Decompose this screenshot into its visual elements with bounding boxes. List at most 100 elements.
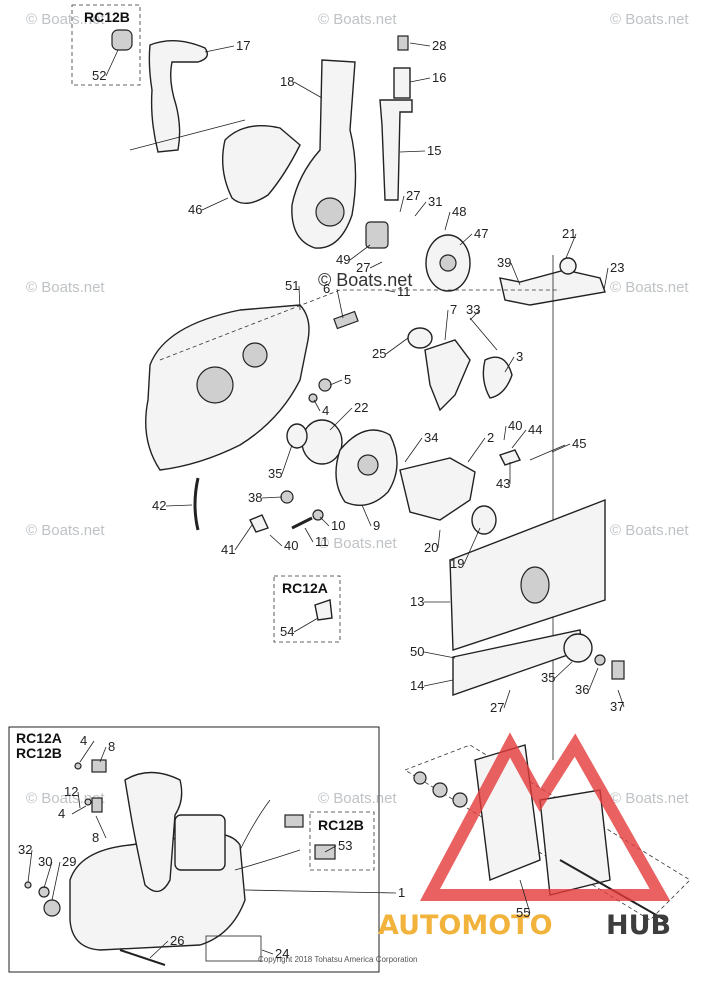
leader-line — [324, 845, 337, 853]
part-number-label: 11 — [315, 534, 329, 549]
part-number-label: 8 — [92, 830, 99, 845]
part-1-handle — [124, 771, 183, 893]
part-number-label: 44 — [528, 422, 542, 437]
watermark: © Boats.net — [318, 270, 412, 290]
cable — [239, 799, 271, 851]
part-28 — [397, 35, 409, 51]
leader-line — [77, 791, 81, 809]
part-15 — [379, 99, 413, 201]
watermark-layer: © Boats.net © Boats.net © Boats.net © Bo… — [26, 11, 689, 807]
watermark: © Boats.net — [610, 522, 689, 539]
part-55 — [474, 744, 541, 881]
part-number-label: 49 — [336, 252, 350, 267]
part-26 — [119, 949, 166, 966]
part-number-label: 55 — [516, 905, 530, 920]
group-label: RC12A — [16, 730, 62, 746]
watermark: © Boats.net — [610, 279, 689, 296]
watermark: © Boats.net — [318, 790, 397, 807]
leader-line — [304, 527, 314, 543]
automotohub-logo: AUTOMOTO HUB — [378, 732, 671, 941]
part-51-boss — [242, 342, 268, 368]
watermark: © Boats.net — [318, 535, 397, 552]
leader-line — [588, 667, 599, 691]
group-box-rc12a-mid — [273, 575, 341, 643]
part-54 — [314, 599, 333, 621]
leader-line — [293, 617, 319, 633]
leader-line — [409, 42, 431, 47]
leader-line — [423, 679, 454, 687]
part-number-label: 4 — [322, 403, 329, 418]
leader-line — [469, 309, 481, 321]
leader-line — [423, 651, 456, 659]
part-6 — [333, 310, 359, 330]
watermark: © Boats.net — [26, 522, 105, 539]
part-number-label: 26 — [170, 933, 184, 948]
part-35 — [563, 633, 593, 663]
leader-line — [105, 49, 119, 77]
part-9-hub — [357, 454, 379, 476]
part-49 — [365, 221, 389, 249]
part-number-label: 36 — [575, 682, 589, 697]
part-number-label: 21 — [562, 226, 576, 241]
part-36 — [594, 654, 606, 666]
leader-line — [565, 233, 577, 259]
leader-line — [503, 425, 507, 441]
watermark: © Boats.net — [26, 279, 105, 296]
leader-line — [261, 496, 283, 499]
leader-line — [234, 524, 253, 551]
group-label: RC12B — [318, 817, 364, 833]
leader-line — [27, 849, 33, 883]
part-11 — [291, 516, 313, 530]
leader-line — [511, 429, 527, 449]
part-55-washer — [413, 771, 427, 785]
leader-line — [503, 689, 511, 709]
leader-line — [281, 444, 293, 475]
leader-line — [409, 77, 431, 83]
part-number-label: 25 — [372, 346, 386, 361]
part-8 — [91, 759, 107, 773]
part-45 — [529, 444, 566, 461]
part-1-box — [174, 814, 226, 871]
group-label: RC12A — [282, 580, 328, 596]
part-number-label: 32 — [18, 842, 32, 857]
leader-line — [319, 516, 330, 527]
leader-line — [261, 949, 274, 955]
part-16 — [393, 67, 411, 99]
leader-line — [71, 805, 87, 815]
part-55-washer — [452, 792, 468, 808]
watermark: © Boats.net — [610, 11, 689, 28]
leader-line — [313, 399, 321, 412]
part-number-label: 9 — [373, 518, 380, 533]
leader-line — [551, 443, 571, 453]
watermark: © Boats.net — [610, 790, 689, 807]
part-number-label: 35 — [268, 466, 282, 481]
part-21 — [559, 257, 577, 275]
connector — [284, 814, 304, 828]
part-37 — [611, 660, 625, 680]
leader-line — [444, 211, 451, 231]
leader-line — [399, 150, 426, 153]
part-number-label: 11 — [397, 284, 411, 299]
leader-line — [617, 689, 625, 708]
watermark: © Boats.net — [26, 11, 105, 28]
logo-mark — [420, 732, 671, 901]
part-number-label: 10 — [331, 518, 345, 533]
leader-line — [349, 244, 371, 261]
part-39 — [499, 269, 606, 306]
part-number-label: 34 — [424, 430, 438, 445]
part-number-label: 46 — [188, 202, 202, 217]
part-33 — [469, 317, 498, 351]
part-number-label: 12 — [64, 784, 78, 799]
part-number-label: 28 — [432, 38, 446, 53]
part-17 — [148, 40, 208, 153]
part-13-hole — [520, 566, 550, 604]
part-41 — [249, 514, 269, 533]
part-number-label: 37 — [610, 699, 624, 714]
leader-line — [603, 267, 609, 291]
leader-line — [244, 889, 397, 894]
part-5 — [318, 378, 332, 392]
group-box-rc12b-bottom — [309, 811, 375, 871]
leader-line — [519, 879, 531, 914]
part-number-label: 40 — [284, 538, 298, 553]
